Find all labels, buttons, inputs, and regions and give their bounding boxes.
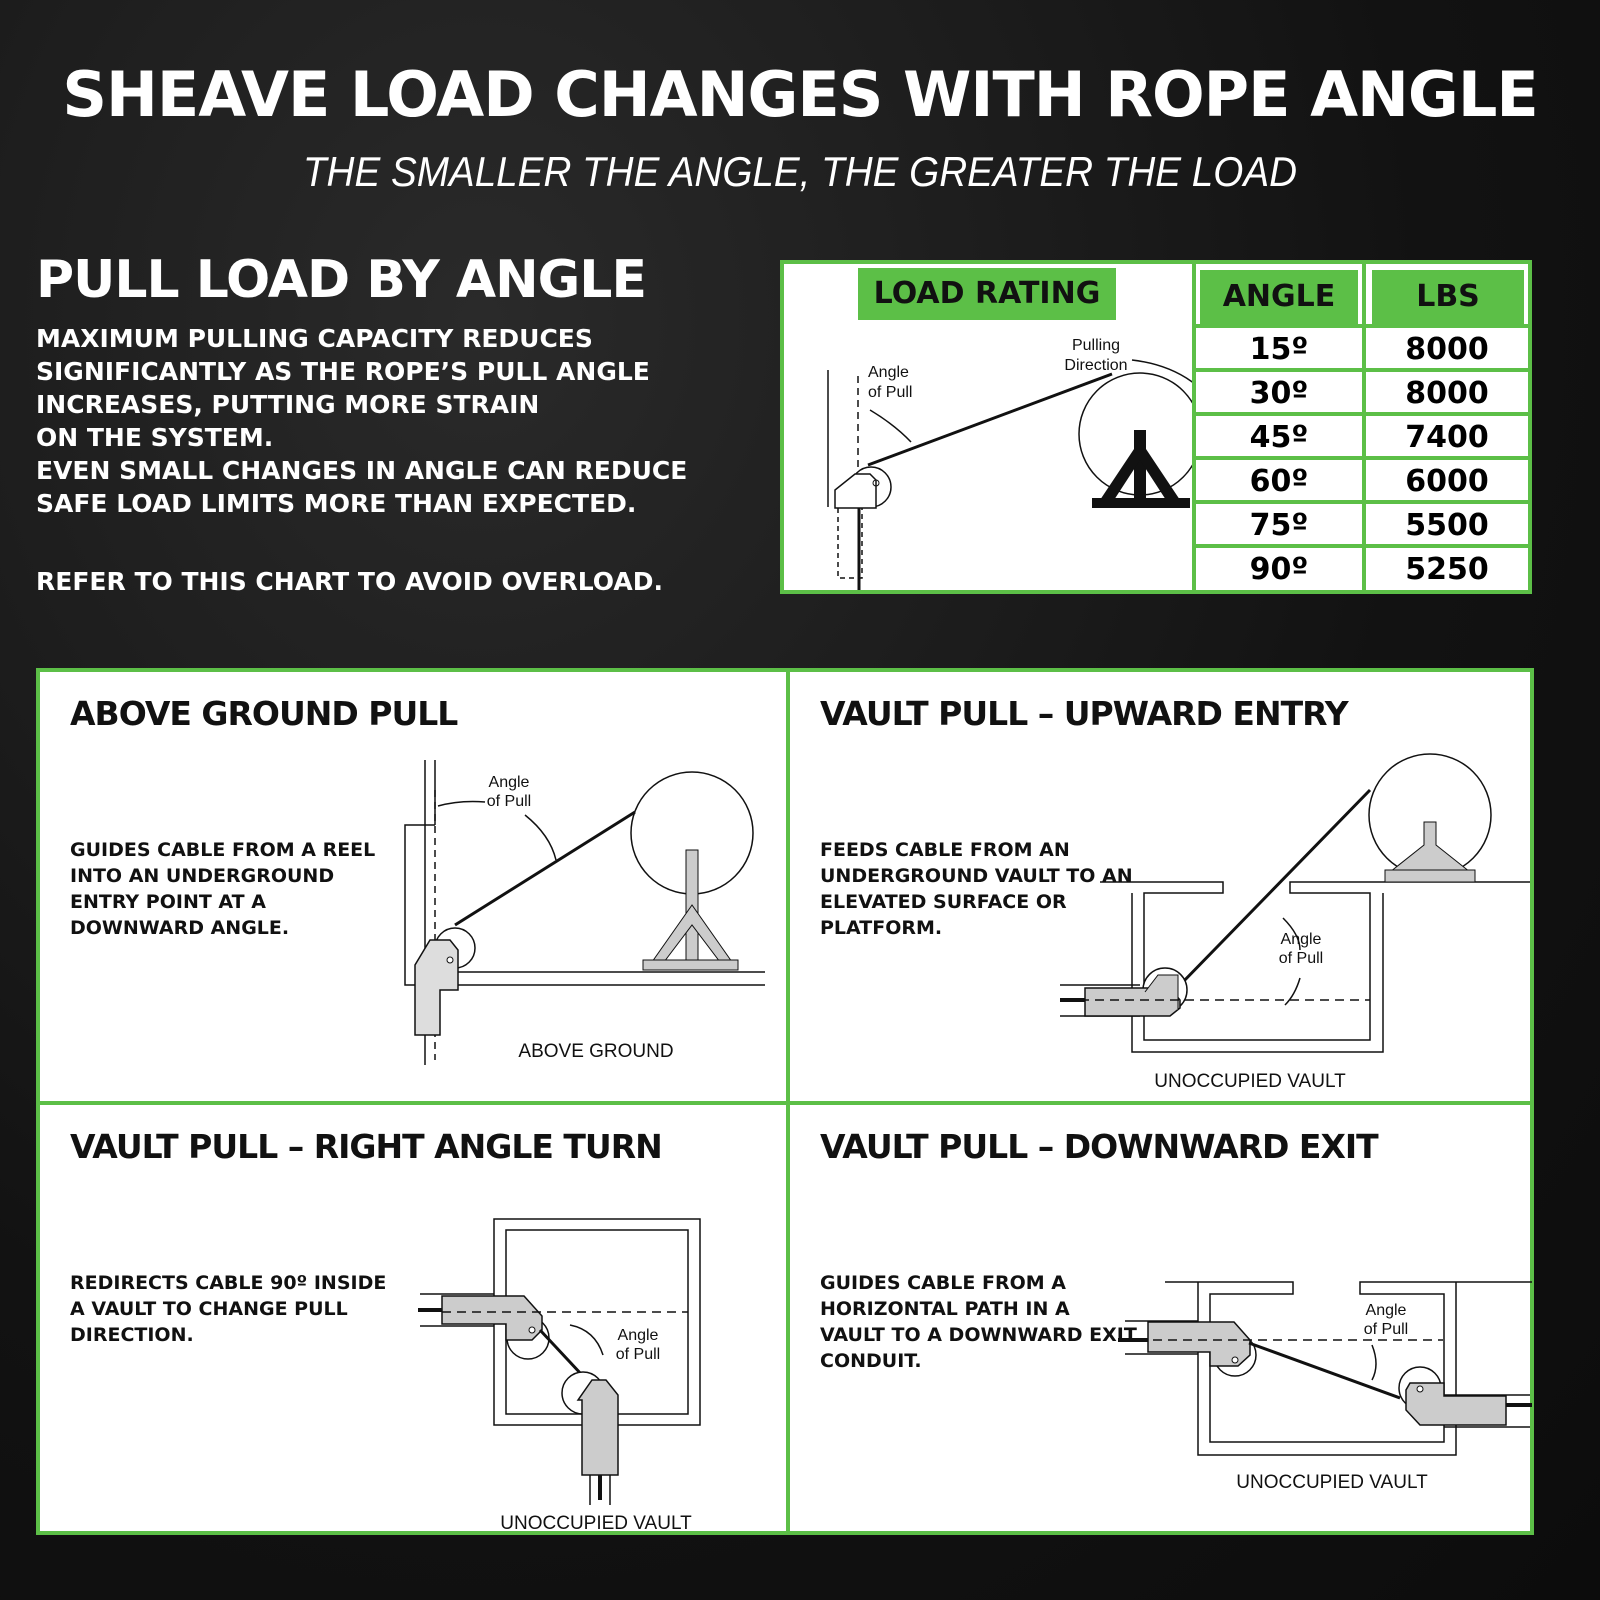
angle-cell: 75º xyxy=(1249,508,1309,543)
diagram-caption: UNOCCUPIED VAULT xyxy=(1154,1071,1346,1092)
angle-cell: 45º xyxy=(1249,420,1309,455)
intro-text: MAXIMUM PULLING CAPACITY REDUCES SIGNIFI… xyxy=(36,322,776,520)
intro-line: SAFE LOAD LIMITS MORE THAN EXPECTED. xyxy=(36,489,637,518)
divider xyxy=(1192,264,1196,590)
intro-note: REFER TO THIS CHART TO AVOID OVERLOAD. xyxy=(36,567,663,596)
of-pull-label: of Pull xyxy=(868,384,912,401)
panel-description: GUIDES CABLE FROM A HORIZONTAL PATH IN A… xyxy=(820,1272,1137,1372)
lbs-cell: 5250 xyxy=(1405,552,1489,587)
panel-title: VAULT PULL – RIGHT ANGLE TURN xyxy=(70,1127,663,1166)
row-divider xyxy=(1192,368,1528,372)
panel-vault-pull-right-angle-turn: VAULT PULL – RIGHT ANGLE TURN REDIRECTS … xyxy=(40,1105,788,1537)
lbs-header: LBS xyxy=(1372,270,1524,324)
section-heading: PULL LOAD BY ANGLE xyxy=(36,250,647,310)
angle-cell: 30º xyxy=(1249,376,1309,411)
lbs-cell: 8000 xyxy=(1405,376,1489,411)
diagram-caption: ABOVE GROUND xyxy=(518,1041,673,1062)
divider xyxy=(1362,264,1366,590)
angle-label: Angle xyxy=(618,1327,659,1344)
lbs-cell: 6000 xyxy=(1405,464,1489,499)
panel-description: GUIDES CABLE FROM A REEL INTO AN UNDERGR… xyxy=(70,839,376,939)
diagram-caption: UNOCCUPIED VAULT xyxy=(1236,1472,1428,1493)
panel-description: FEEDS CABLE FROM AN UNDERGROUND VAULT TO… xyxy=(820,839,1133,939)
intro-line: ON THE SYSTEM. xyxy=(36,423,274,452)
right-angle-turn-diagram: Angle of Pull UNOCCUPIED VAULT xyxy=(418,1218,701,1531)
angle-label: Angle xyxy=(489,774,530,791)
panel-vault-pull-upward-entry: VAULT PULL – UPWARD ENTRY FEEDS CABLE FR… xyxy=(790,672,1538,1104)
intro-line: MAXIMUM PULLING CAPACITY REDUCES xyxy=(36,324,593,353)
of-pull-label: of Pull xyxy=(1279,950,1323,967)
intro-line: EVEN SMALL CHANGES IN ANGLE CAN REDUCE xyxy=(36,456,688,485)
angle-label: Angle xyxy=(1281,931,1322,948)
angle-cell: 60º xyxy=(1249,464,1309,499)
pull-types-grid: ABOVE GROUND PULL GUIDES CABLE FROM A RE… xyxy=(36,668,1534,1535)
downward-exit-diagram: Angle of Pull UNOCCUPIED VAULT xyxy=(1118,1281,1532,1493)
angle-label: Angle xyxy=(868,364,909,381)
page-title: SHEAVE LOAD CHANGES WITH ROPE ANGLE xyxy=(62,58,1538,131)
angle-cell: 90º xyxy=(1249,552,1309,587)
lbs-cell: 7400 xyxy=(1405,420,1489,455)
row-divider xyxy=(1192,324,1528,328)
row-divider xyxy=(1192,412,1528,416)
pulling-label: Pulling xyxy=(1072,337,1120,354)
sheave-diagram: Angle of Pull Pulling Direction xyxy=(827,337,1192,590)
angle-cell: 15º xyxy=(1249,332,1309,367)
angle-header: ANGLE xyxy=(1200,270,1358,324)
lbs-cell: 8000 xyxy=(1405,332,1489,367)
panel-title: VAULT PULL – DOWNWARD EXIT xyxy=(820,1127,1379,1166)
page-subtitle: THE SMALLER THE ANGLE, THE GREATER THE L… xyxy=(302,148,1298,195)
lbs-cell: 5500 xyxy=(1405,508,1489,543)
row-divider xyxy=(1192,544,1528,548)
divider xyxy=(40,1101,1530,1105)
intro-line: SIGNIFICANTLY AS THE ROPE’S PULL ANGLE xyxy=(36,357,650,386)
load-rating-table: LOAD RATING Angle of Pull Pulling Direct… xyxy=(780,260,1532,594)
of-pull-label: of Pull xyxy=(487,793,531,810)
upward-entry-diagram: Angle of Pull UNOCCUPIED VAULT xyxy=(1060,753,1530,1092)
panel-title: VAULT PULL – UPWARD ENTRY xyxy=(820,694,1349,733)
of-pull-label: of Pull xyxy=(1364,1321,1408,1338)
direction-label: Direction xyxy=(1064,357,1127,374)
of-pull-label: of Pull xyxy=(616,1346,660,1363)
intro-line: INCREASES, PUTTING MORE STRAIN xyxy=(36,390,540,419)
panel-description: REDIRECTS CABLE 90º INSIDE A VAULT TO CH… xyxy=(70,1272,387,1346)
panel-title: ABOVE GROUND PULL xyxy=(70,694,458,733)
panel-above-ground-pull: ABOVE GROUND PULL GUIDES CABLE FROM A RE… xyxy=(40,672,788,1104)
row-divider xyxy=(1192,456,1528,460)
load-rating-label: LOAD RATING xyxy=(858,268,1116,320)
above-ground-diagram: Angle of Pull ABOVE GROUND xyxy=(404,760,765,1065)
row-divider xyxy=(1192,500,1528,504)
diagram-caption: UNOCCUPIED VAULT xyxy=(500,1513,692,1531)
panel-vault-pull-downward-exit: VAULT PULL – DOWNWARD EXIT GUIDES CABLE … xyxy=(790,1105,1538,1537)
angle-label: Angle xyxy=(1366,1302,1407,1319)
